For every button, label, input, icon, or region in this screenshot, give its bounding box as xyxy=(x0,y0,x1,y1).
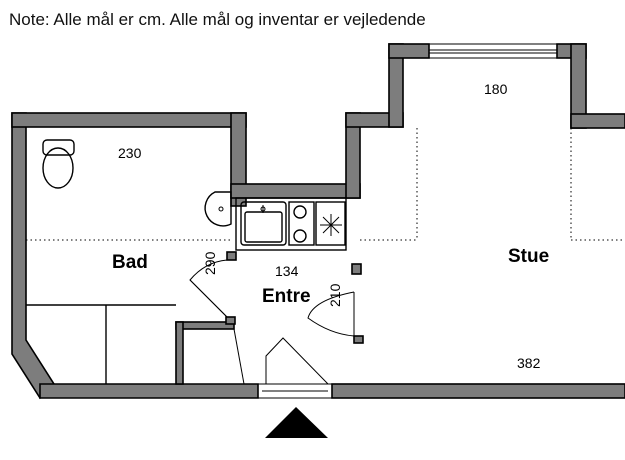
dimension-bad-width: 230 xyxy=(118,145,142,161)
closet-door xyxy=(233,328,245,385)
dimension-entre-width: 134 xyxy=(275,263,299,279)
dimension-entre-height: 210 xyxy=(327,283,343,307)
toilet-icon xyxy=(42,139,75,189)
walls xyxy=(11,43,625,400)
stove-icon xyxy=(288,201,315,246)
kitchen-counter xyxy=(235,197,347,251)
washbasin-icon xyxy=(204,191,232,227)
room-label-stue: Stue xyxy=(508,246,549,267)
appliance-icon xyxy=(315,201,346,246)
room-label-entre: Entre xyxy=(262,286,311,307)
floor-plan-note: Note: Alle mål er cm. Alle mål og invent… xyxy=(9,10,426,29)
window xyxy=(428,43,558,59)
bathroom-fixtures xyxy=(26,259,228,384)
stue-door xyxy=(307,291,355,337)
entrance-arrow-icon xyxy=(265,407,328,438)
dimension-stue-top-width: 180 xyxy=(484,81,508,97)
kitchen-sink-icon xyxy=(240,201,287,246)
entrance-door xyxy=(257,337,333,399)
dotted-lines xyxy=(26,128,625,241)
dimension-stue-width: 382 xyxy=(517,355,541,371)
room-label-bad: Bad xyxy=(112,252,148,273)
dimension-bad-height: 290 xyxy=(202,251,218,275)
